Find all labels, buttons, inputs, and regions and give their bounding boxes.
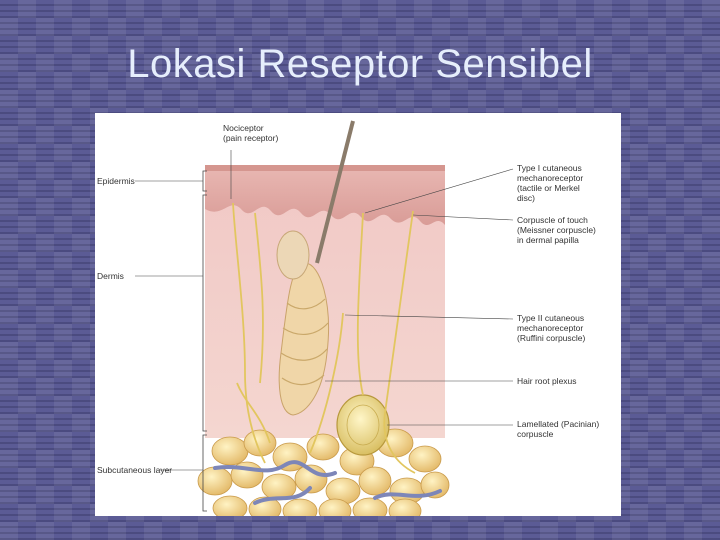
nerve-fibers (232, 202, 416, 474)
label-pacinian-line-2: corpuscle (517, 429, 554, 439)
label-type2-line-1: Type II cutaneous (517, 313, 585, 323)
label-hair-root-plexus: Hair root plexus (517, 376, 577, 386)
label-type1-line-1: Type I cutaneous (517, 163, 582, 173)
label-type2-mechanoreceptor: Type II cutaneous mechanoreceptor (Ruffi… (517, 313, 585, 343)
skin-cross-section-drawing (135, 120, 514, 516)
label-pacinian-line-1: Lamellated (Pacinian) (517, 419, 600, 429)
label-subcutaneous-layer: Subcutaneous layer (97, 465, 173, 475)
label-type1-line-3: (tactile or Merkel (517, 183, 580, 193)
skin-receptor-illustration: Epidermis Dermis Subcutaneous layer Noci… (95, 113, 621, 516)
label-hair-root-line-1: Hair root plexus (517, 376, 577, 386)
label-meissner-corpuscle: Corpuscle of touch (Meissner corpuscle) … (517, 215, 596, 245)
subcutaneous-fat (197, 428, 450, 516)
label-nociceptor-line-1: Nociceptor (223, 123, 264, 133)
label-type2-line-2: mechanoreceptor (517, 323, 584, 333)
slide-title: Lokasi Reseptor Sensibel (127, 42, 593, 86)
label-meissner-line-3: in dermal papilla (517, 235, 579, 245)
blood-vessels (213, 460, 442, 505)
label-dermis: Dermis (97, 271, 124, 281)
label-pacinian-corpuscle: Lamellated (Pacinian) corpuscle (517, 419, 599, 439)
label-epidermis: Epidermis (97, 176, 135, 186)
epidermis-layer (205, 165, 445, 225)
label-meissner-line-1: Corpuscle of touch (517, 215, 588, 225)
leader-lines (135, 150, 514, 471)
label-nociceptor-line-2: (pain receptor) (223, 133, 279, 143)
label-nociceptor: Nociceptor (pain receptor) (223, 123, 278, 143)
pacinian-corpuscle-drawing (336, 394, 390, 456)
sebaceous-gland (276, 230, 310, 280)
label-type2-line-3: (Ruffini corpuscle) (517, 333, 586, 343)
label-type1-mechanoreceptor: Type I cutaneous mechanoreceptor (tactil… (517, 163, 583, 203)
label-meissner-line-2: (Meissner corpuscle) (517, 225, 596, 235)
label-type1-line-4: disc) (517, 193, 535, 203)
label-type1-line-2: mechanoreceptor (517, 173, 584, 183)
hair-shaft (315, 120, 355, 264)
